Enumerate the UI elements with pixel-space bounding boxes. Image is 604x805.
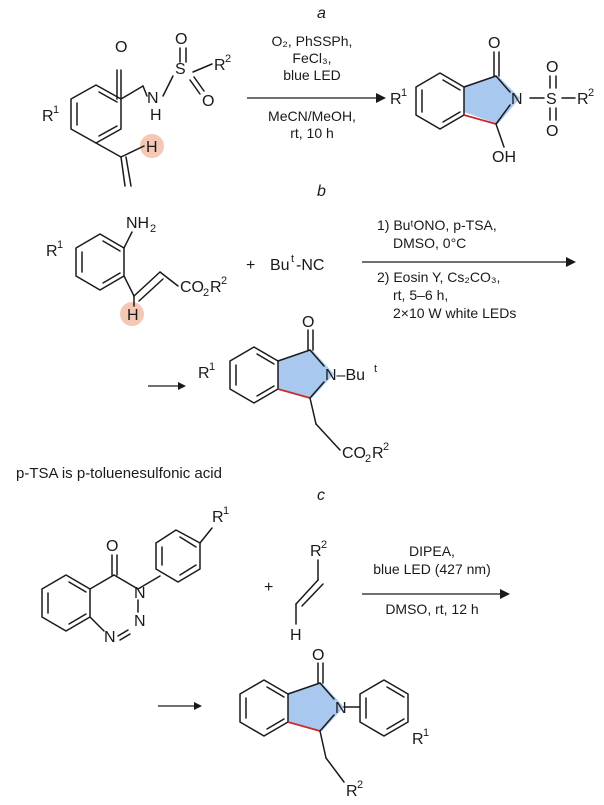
reactant-c-labels: O N N N R 1: [104, 505, 229, 646]
cond-b-1: 1) BuᵗONO, p-TSA,: [377, 217, 497, 233]
svg-text:N: N: [511, 91, 523, 108]
svg-text:O: O: [106, 538, 118, 555]
svg-text:t: t: [291, 253, 294, 265]
cond-c-1: DIPEA,: [409, 543, 455, 559]
svg-text:OH: OH: [492, 149, 516, 166]
cond-a-4: MeCN/MeOH,: [268, 108, 356, 124]
svg-text:H: H: [146, 139, 158, 156]
svg-text:N: N: [134, 585, 146, 602]
section-label-b: b: [317, 183, 326, 200]
svg-text:N: N: [104, 629, 116, 646]
product-a-labels: O N S O O R 2 OH R 1: [390, 35, 594, 166]
product-c-labels: O N R 1 R 2: [312, 647, 429, 800]
reactant-a-labels: O N H S O O R 2 R 1 H: [42, 31, 231, 156]
footnote-ptsa: p-TSA is p-toluenesulfonic acid: [16, 465, 222, 482]
svg-text:NH: NH: [126, 215, 149, 232]
cond-b-4: rt, 5–6 h,: [393, 287, 448, 303]
svg-text:O: O: [115, 39, 127, 56]
svg-text:R: R: [577, 91, 589, 108]
svg-text:1: 1: [53, 104, 59, 116]
reactant-b-labels: NH 2 R 1 CO 2 R 2 H: [46, 215, 227, 324]
svg-text:CO: CO: [342, 445, 366, 462]
svg-text:2: 2: [203, 287, 209, 299]
svg-text:O: O: [175, 31, 187, 48]
cond-c-2: blue LED (427 nm): [373, 561, 491, 577]
svg-text:O: O: [488, 35, 500, 52]
svg-text:-NC: -NC: [296, 257, 324, 274]
highlight-h-a: [140, 134, 164, 158]
cond-a-1: O₂, PhSSPh,: [272, 33, 353, 49]
product-c-structure: [239, 662, 409, 783]
svg-text:R: R: [210, 279, 222, 296]
product-b-labels: O N–Bu t R 1 CO 2 R 2: [198, 314, 389, 465]
reactant-a-benzene-ring: [70, 84, 122, 144]
svg-text:R: R: [372, 445, 384, 462]
svg-text:N: N: [134, 613, 146, 630]
section-label-c: c: [317, 487, 325, 504]
tbu-isocyanide: Bu t -NC: [270, 253, 324, 274]
svg-text:N: N: [335, 700, 347, 717]
svg-text:2: 2: [365, 453, 371, 465]
svg-text:1: 1: [423, 727, 429, 739]
svg-text:2: 2: [225, 53, 231, 65]
cond-b-3: 2) Eosin Y, Cs₂CO₃,: [377, 269, 500, 285]
svg-text:R: R: [310, 543, 322, 560]
reactant-b-structure: [75, 231, 179, 326]
svg-text:R: R: [390, 91, 402, 108]
svg-text:1: 1: [223, 505, 229, 517]
svg-text:R: R: [212, 509, 224, 526]
svg-text:O: O: [202, 93, 214, 110]
svg-text:O: O: [546, 123, 558, 140]
svg-text:H: H: [290, 627, 302, 644]
svg-text:1: 1: [401, 87, 407, 99]
svg-text:t: t: [374, 363, 377, 375]
svg-text:2: 2: [321, 539, 327, 551]
section-label-a: a: [317, 5, 326, 22]
plus-c: +: [264, 579, 273, 596]
svg-text:R: R: [214, 57, 226, 74]
product-b-structure: [229, 329, 341, 451]
svg-text:H: H: [127, 307, 139, 324]
reactant-c-structure: [41, 527, 213, 641]
cond-a-2: FeCl₃,: [292, 50, 331, 66]
product-a-structure: [415, 51, 576, 148]
svg-text:2: 2: [357, 779, 363, 791]
svg-text:R: R: [198, 365, 210, 382]
svg-text:O: O: [546, 59, 558, 76]
svg-text:H: H: [150, 107, 162, 124]
svg-text:R: R: [42, 108, 54, 125]
cond-a-3: blue LED: [283, 67, 341, 83]
svg-text:2: 2: [150, 223, 156, 235]
svg-text:2: 2: [588, 87, 594, 99]
cond-b-2: DMSO, 0°C: [393, 235, 466, 251]
svg-text:CO: CO: [180, 279, 204, 296]
alkene-reactant: R 2 H: [290, 539, 327, 644]
highlight-h-b: [120, 302, 144, 326]
svg-text:Bu: Bu: [270, 257, 290, 274]
svg-text:1: 1: [57, 239, 63, 251]
svg-text:R: R: [46, 243, 58, 260]
svg-text:R: R: [412, 731, 424, 748]
svg-text:O: O: [312, 647, 324, 664]
svg-text:N–Bu: N–Bu: [325, 367, 365, 384]
svg-text:N: N: [147, 90, 159, 107]
svg-text:2: 2: [383, 441, 389, 453]
svg-text:O: O: [302, 314, 314, 331]
svg-text:2: 2: [221, 275, 227, 287]
reactant-a-structure: [70, 47, 213, 187]
cond-b-5: 2×10 W white LEDs: [393, 305, 516, 321]
plus-b: +: [246, 257, 255, 274]
cond-c-3: DMSO, rt, 12 h: [385, 601, 478, 617]
svg-text:S: S: [175, 61, 186, 78]
cond-a-5: rt, 10 h: [290, 125, 334, 141]
svg-text:R: R: [346, 783, 358, 800]
svg-text:1: 1: [209, 361, 215, 373]
svg-text:S: S: [546, 91, 557, 108]
